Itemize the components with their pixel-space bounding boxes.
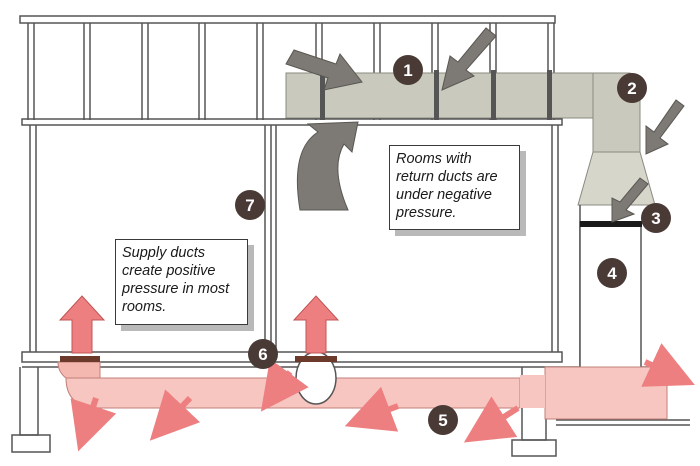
svg-text:7: 7 xyxy=(245,196,254,215)
marker-2: 2 xyxy=(617,73,647,103)
marker-3: 3 xyxy=(641,203,671,233)
leak-inward-arrow xyxy=(441,27,497,91)
marker-1: 1 xyxy=(393,55,423,85)
return-arrow-up xyxy=(296,121,359,211)
marker-4: 4 xyxy=(597,258,627,288)
marker-5: 5 xyxy=(428,405,458,435)
svg-text:6: 6 xyxy=(258,345,267,364)
leak-inward-arrow xyxy=(285,49,363,91)
supply-duct xyxy=(57,361,668,420)
svg-text:3: 3 xyxy=(651,209,660,228)
supply-arrow-up xyxy=(58,295,106,354)
supply-register xyxy=(295,356,337,362)
leak-arrows xyxy=(70,343,695,452)
joist-over-duct xyxy=(434,70,439,120)
filter-slot xyxy=(580,221,642,227)
supply-arrow-up xyxy=(292,295,340,354)
marker-7: 7 xyxy=(235,190,265,220)
svg-text:1: 1 xyxy=(403,61,412,80)
joist-over-duct xyxy=(320,70,325,120)
supply-register xyxy=(60,356,100,362)
callout-supply-ducts: Supply ducts create positive pressure in… xyxy=(115,239,248,325)
house-walls xyxy=(21,118,680,368)
furnace xyxy=(579,221,642,369)
svg-text:5: 5 xyxy=(438,411,447,430)
callout-return-ducts: Rooms with return ducts are under negati… xyxy=(389,145,520,230)
svg-text:2: 2 xyxy=(627,79,636,98)
marker-6: 6 xyxy=(248,339,278,369)
leak-inward-arrow xyxy=(645,99,685,155)
joist-over-duct xyxy=(491,70,496,120)
svg-text:4: 4 xyxy=(607,264,617,283)
leak-inward-arrow xyxy=(611,177,649,223)
joist-over-duct xyxy=(547,70,552,120)
